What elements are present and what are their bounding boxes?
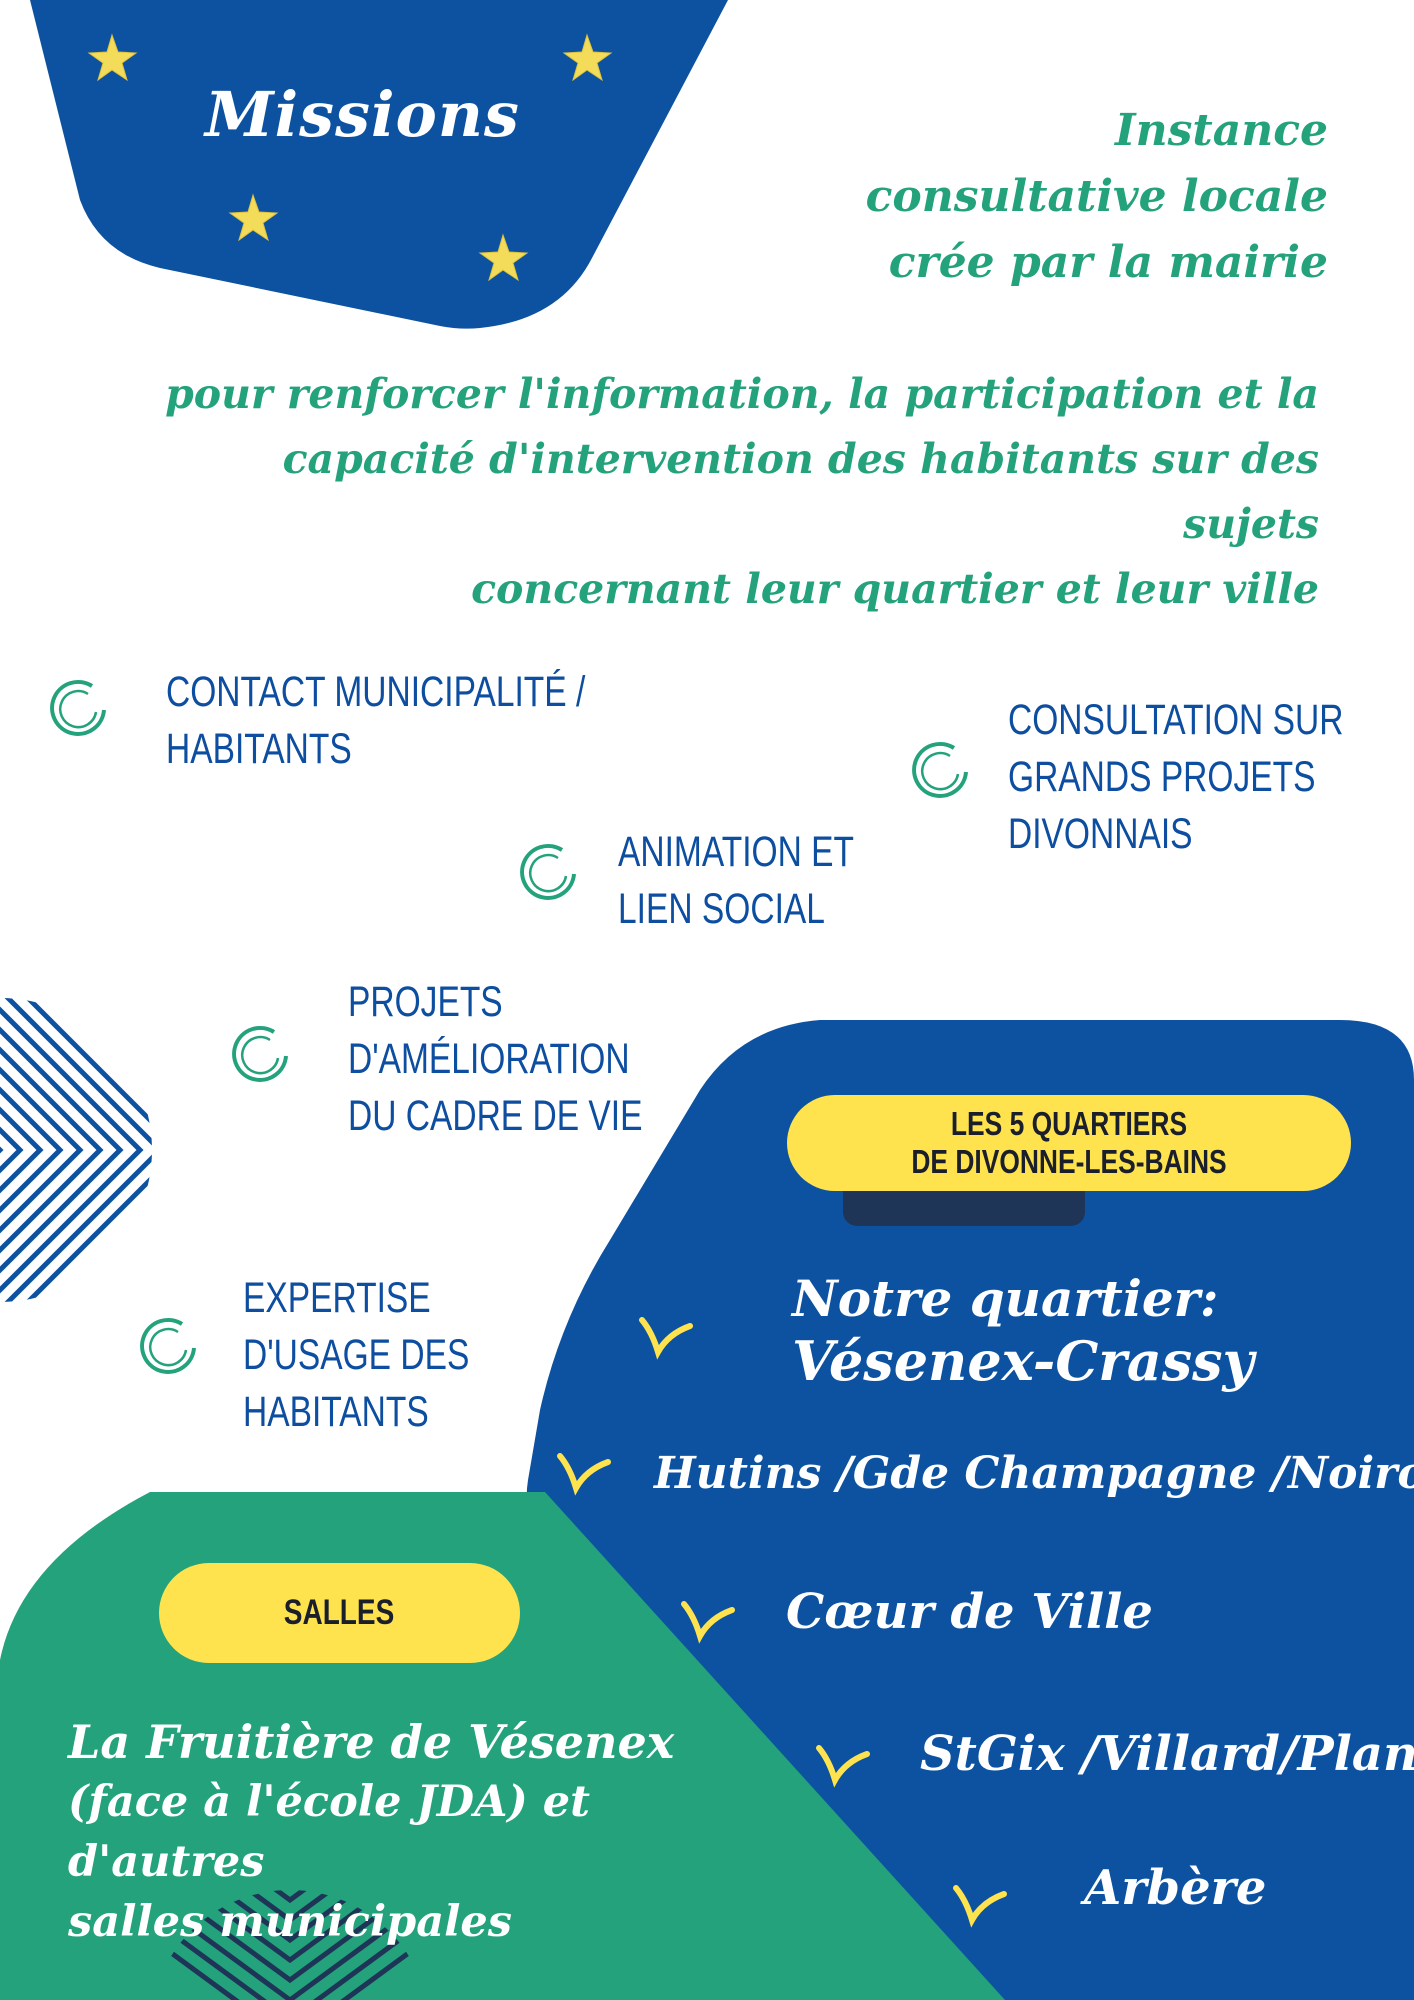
check-icon bbox=[557, 1453, 611, 1496]
missions-title: Missions bbox=[205, 78, 520, 151]
mission-label: CONSULTATION SUR GRANDS PROJETS DIVONNAI… bbox=[1008, 692, 1343, 863]
mission-label-line: D'AMÉLIORATION bbox=[348, 1035, 630, 1083]
check-icon bbox=[816, 1745, 870, 1788]
intro-title-line: Instance bbox=[1115, 105, 1328, 156]
salles-text-line: salles municipales bbox=[68, 1897, 512, 1947]
quartiers-pill-line: DE DIVONNE-LES-BAINS bbox=[911, 1143, 1227, 1180]
circle-bullet-icon bbox=[50, 680, 106, 736]
salles-text-line: (face à l'école JDA) et d'autres bbox=[68, 1777, 590, 1887]
mission-label-line: CONTACT MUNICIPALITÉ / bbox=[166, 668, 586, 716]
mission-label: EXPERTISE D'USAGE DES HABITANTS bbox=[243, 1270, 469, 1441]
salles-text: La Fruitière de Vésenex (face à l'école … bbox=[68, 1712, 768, 1952]
circle-bullet-icon bbox=[232, 1026, 288, 1082]
quartier-item: Notre quartier: Vésenex-Crassy bbox=[792, 1268, 1254, 1392]
check-icon bbox=[681, 1601, 735, 1644]
mission-label-line: GRANDS PROJETS bbox=[1008, 753, 1316, 801]
mission-label-line: HABITANTS bbox=[243, 1388, 429, 1436]
intro-purpose-line: pour renforcer l'information, la partici… bbox=[165, 370, 1319, 418]
mission-label-line: D'USAGE DES bbox=[243, 1331, 470, 1379]
intro-purpose-line: concernant leur quartier et leur ville bbox=[471, 565, 1319, 613]
intro-title-line: consultative locale bbox=[865, 171, 1328, 222]
salles-text-line: La Fruitière de Vésenex bbox=[68, 1715, 675, 1769]
star-icon bbox=[562, 33, 613, 82]
mission-label-line: ANIMATION ET bbox=[618, 828, 855, 876]
check-icon bbox=[953, 1885, 1007, 1928]
mission-label-line: LIEN SOCIAL bbox=[618, 885, 825, 933]
salles-pill-label: SALLES bbox=[284, 1593, 395, 1632]
stripe-decoration bbox=[0, 998, 152, 1302]
mission-label-line: DIVONNAIS bbox=[1008, 810, 1193, 858]
mission-label: PROJETS D'AMÉLIORATION DU CADRE DE VIE bbox=[348, 974, 642, 1145]
intro-title: Instance consultative locale crée par la… bbox=[808, 98, 1328, 296]
mission-label: ANIMATION ET LIEN SOCIAL bbox=[618, 824, 854, 938]
quartier-item: Hutins /Gde Champagne /Noirons bbox=[654, 1448, 1414, 1499]
mission-label: CONTACT MUNICIPALITÉ / HABITANTS bbox=[166, 664, 585, 778]
salles-pill: SALLES bbox=[159, 1563, 520, 1663]
circle-bullet-icon bbox=[520, 844, 576, 900]
star-icon bbox=[228, 193, 279, 242]
quartier-line: Vésenex-Crassy bbox=[792, 1329, 1254, 1393]
check-icon bbox=[639, 1317, 693, 1360]
star-icon bbox=[478, 233, 529, 282]
quartier-line: Notre quartier: bbox=[792, 1269, 1219, 1328]
intro-purpose: pour renforcer l'information, la partici… bbox=[139, 362, 1319, 622]
quartier-item: Cœur de Ville bbox=[786, 1584, 1153, 1640]
mission-label-line: PROJETS bbox=[348, 978, 503, 1026]
mission-label-line: DU CADRE DE VIE bbox=[348, 1092, 643, 1140]
missions-banner-shape bbox=[0, 0, 728, 329]
quartiers-pill-line: LES 5 QUARTIERS bbox=[950, 1105, 1188, 1142]
intro-purpose-line: capacité d'intervention des habitants su… bbox=[282, 435, 1319, 548]
mission-label-line: EXPERTISE bbox=[243, 1274, 431, 1322]
quartier-item: StGix /Villard/Plan bbox=[920, 1726, 1414, 1782]
mission-label-line: HABITANTS bbox=[166, 725, 352, 773]
quartiers-pill: LES 5 QUARTIERS DE DIVONNE-LES-BAINS bbox=[787, 1095, 1351, 1191]
star-icon bbox=[87, 33, 138, 82]
stripe-decoration bbox=[150, 1890, 430, 2000]
circle-bullet-icon bbox=[140, 1318, 196, 1374]
intro-title-line: crée par la mairie bbox=[888, 237, 1328, 288]
mission-label-line: CONSULTATION SUR bbox=[1008, 696, 1344, 744]
quartier-item: Arbère bbox=[1084, 1860, 1267, 1916]
circle-bullet-icon bbox=[912, 742, 968, 798]
